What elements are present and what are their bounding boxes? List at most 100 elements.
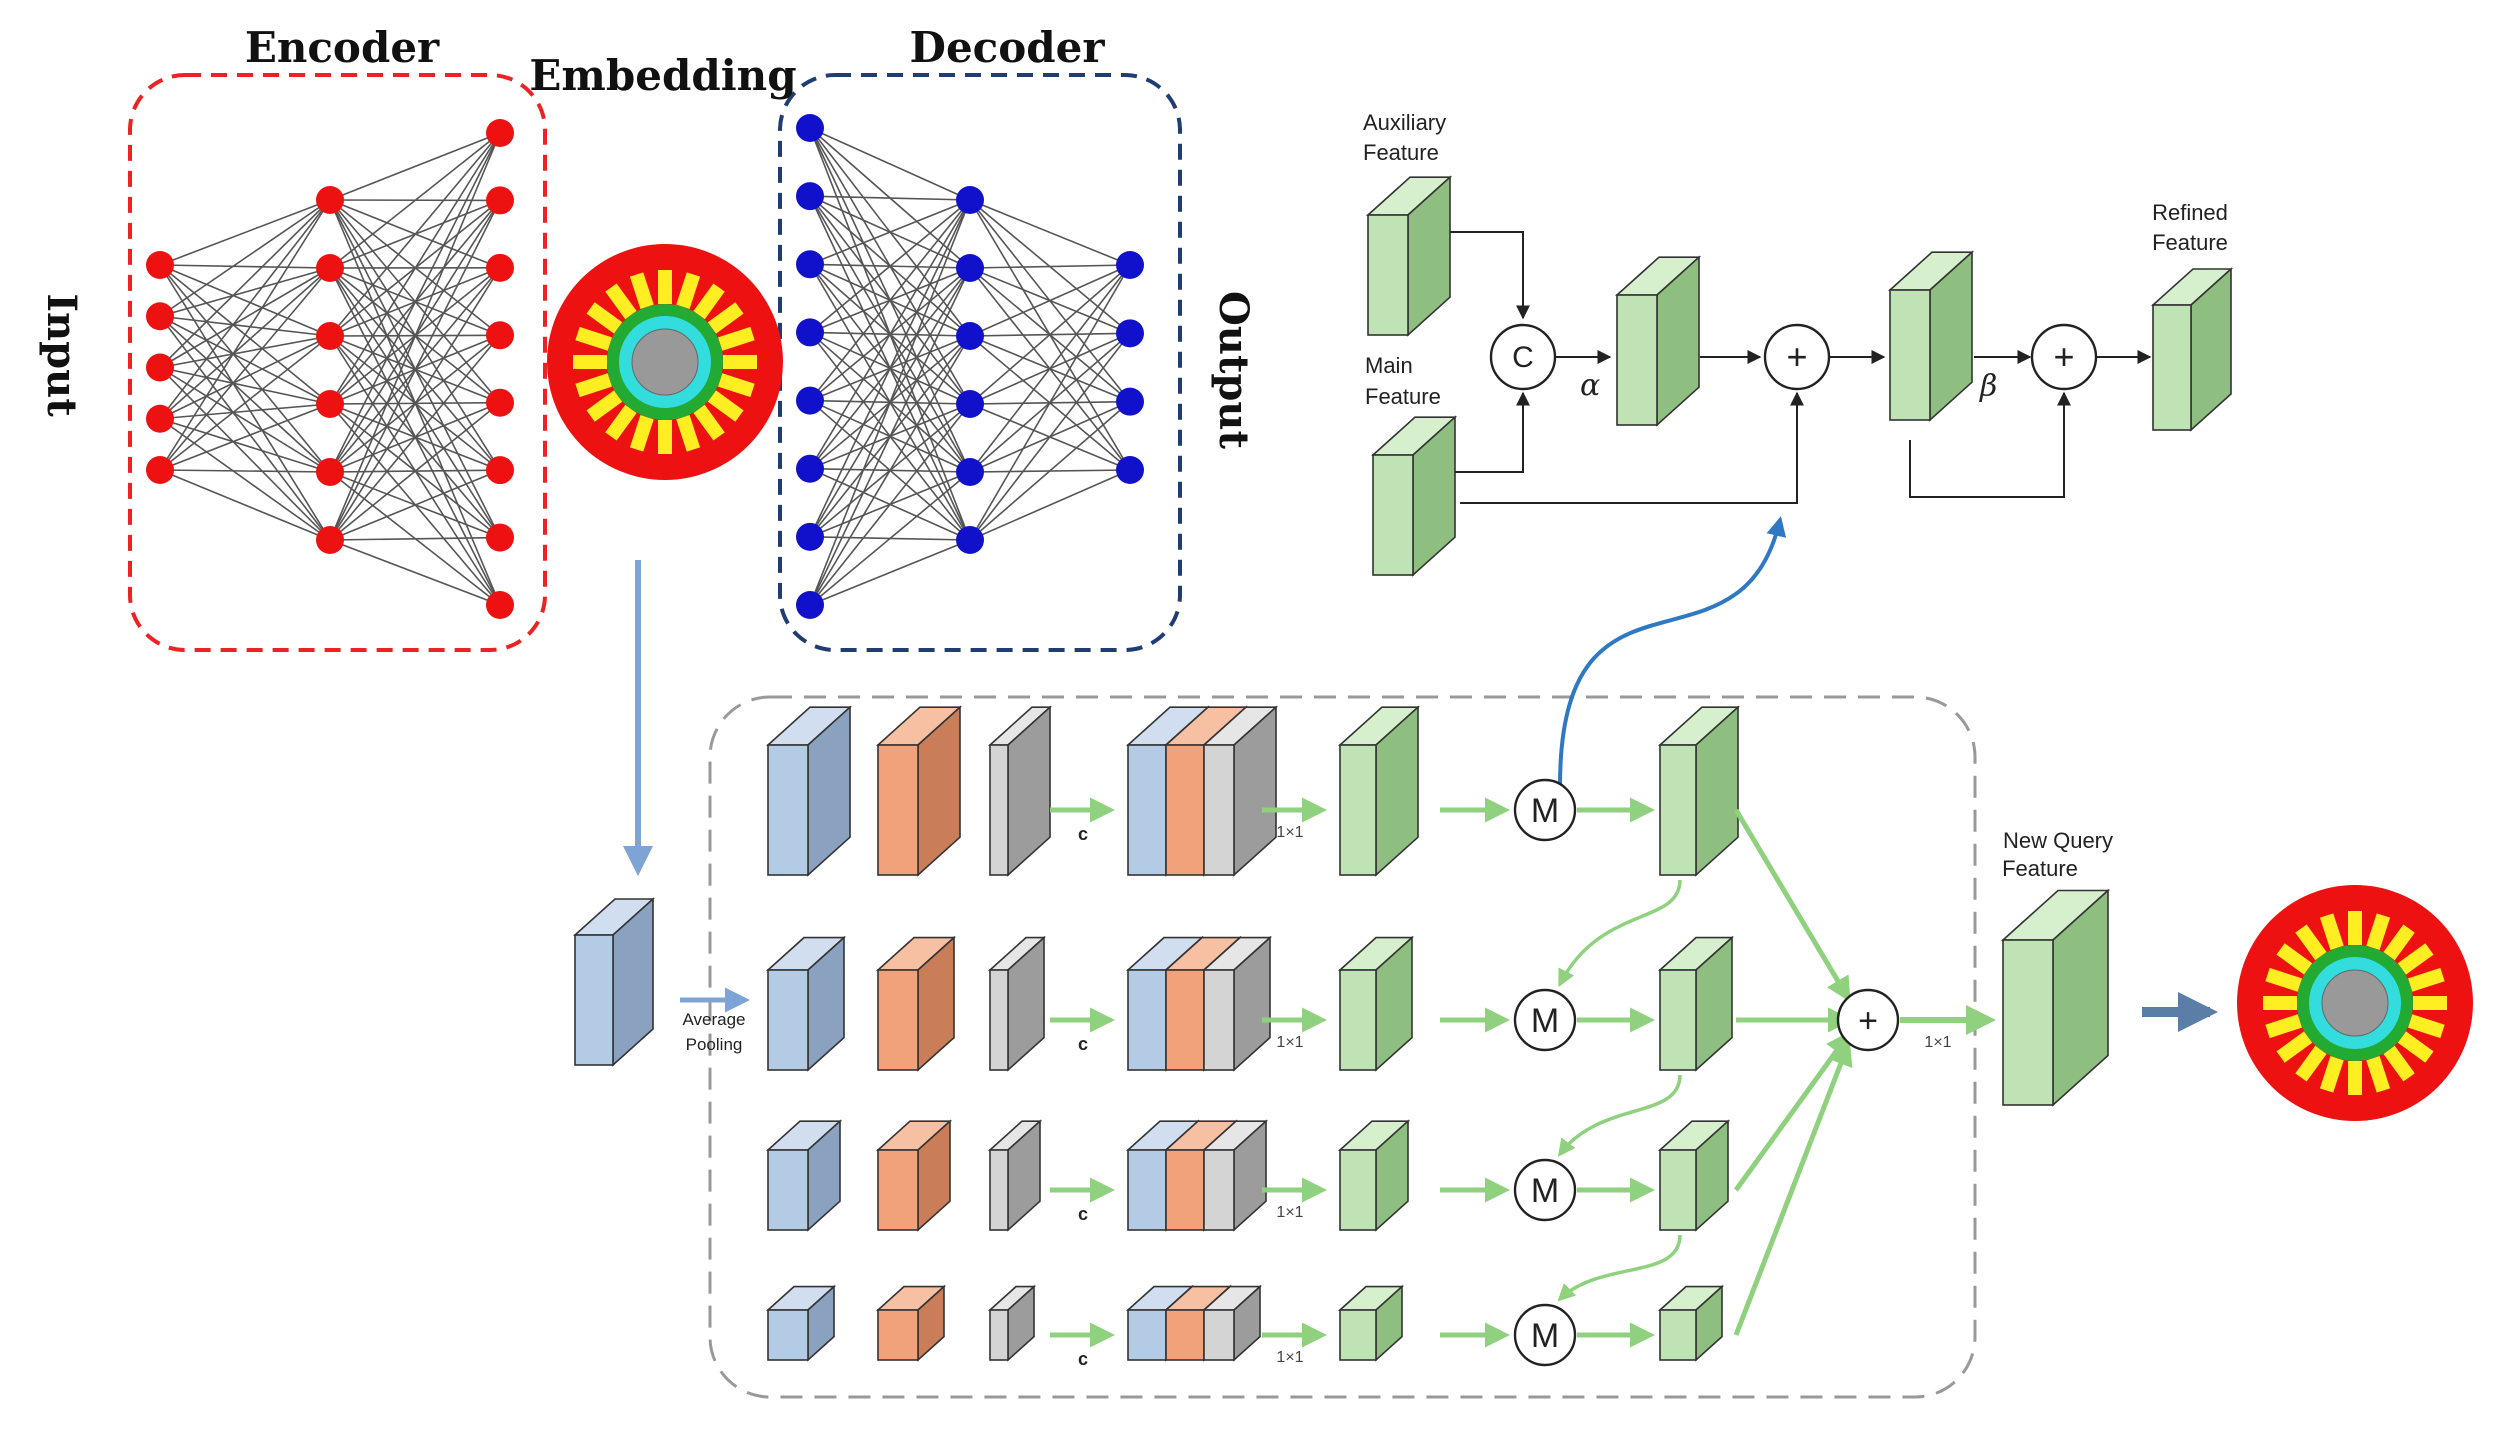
to-sum-arrow (1733, 1040, 1853, 1336)
orange-feature-block (875, 1119, 953, 1232)
network-edge (159, 264, 331, 269)
main-feature-block (1370, 415, 1458, 577)
main-feature-label-1: Main (1365, 353, 1413, 378)
network-edge (329, 132, 501, 473)
network-edge (969, 469, 1131, 541)
orange-feature-block (875, 705, 963, 877)
network-edge (969, 264, 1131, 541)
network-edge (159, 199, 331, 317)
beta-label: β (1979, 369, 1997, 404)
merge-symbol: M (1531, 1317, 1559, 1355)
network-edge (969, 264, 1131, 473)
network-node (486, 321, 514, 350)
to-sum-arrow (1733, 808, 1851, 1003)
conv-feature-block (1337, 1119, 1411, 1232)
main-to-concat-line (1455, 391, 1530, 473)
merged-feature-block (1657, 705, 1741, 877)
aux-to-concat-line (1450, 231, 1530, 320)
concat-label: c (1078, 824, 1088, 844)
network-edge (159, 267, 331, 369)
beta-skip-line (1909, 391, 2071, 498)
output-label: Output (1210, 291, 1257, 449)
network-edge (809, 471, 971, 606)
network-edge (159, 403, 331, 471)
conv-label: 1×1 (1276, 824, 1303, 841)
network-node (316, 322, 344, 350)
concat-label: c (1078, 1204, 1088, 1224)
network-node (486, 388, 514, 417)
blue-feature-block (765, 1119, 843, 1232)
encoder-title: Encoder (245, 23, 440, 72)
network-edge (809, 199, 971, 470)
concat-gray-block (1201, 1284, 1263, 1362)
network-edge (969, 264, 1131, 405)
network-edge (159, 335, 331, 420)
conv-label: 1×1 (1276, 1034, 1303, 1051)
beta-feature-block (1887, 250, 1975, 422)
blue-feature-block (765, 935, 847, 1072)
network-edge (159, 469, 331, 541)
network-node (796, 454, 824, 483)
new-query-label-2: Feature (2002, 856, 2078, 881)
network-edge (809, 195, 971, 201)
gray-feature-block (987, 1119, 1043, 1232)
network-edge (329, 132, 501, 541)
average-pooling-label-1: Average (682, 1010, 745, 1029)
network-node (1116, 387, 1144, 416)
network-edge (159, 417, 331, 473)
network-node (1116, 319, 1144, 348)
network-edge (329, 132, 501, 337)
new-query-label-1: New Query (2003, 828, 2113, 853)
conv-feature-block (1337, 935, 1415, 1072)
sum-symbol: + (1858, 1002, 1878, 1040)
cross-scale-arrow (1558, 879, 1682, 988)
average-pooling-label-2: Pooling (686, 1035, 743, 1054)
network-node (956, 390, 984, 418)
conv-feature-block (1337, 705, 1421, 877)
merge-node (1513, 778, 1577, 842)
network-node (486, 253, 514, 282)
main-feature-label-2: Feature (1365, 384, 1441, 409)
network-node (146, 302, 174, 331)
decoder-network (778, 73, 1182, 652)
network-edge (329, 132, 501, 405)
network-node (956, 458, 984, 486)
to-sum-arrow (1733, 1030, 1851, 1192)
merge-node (1513, 1158, 1577, 1222)
network-node (316, 458, 344, 486)
concat-gray-block (1201, 935, 1273, 1072)
network-edge (809, 199, 971, 266)
network-node (486, 523, 514, 552)
orange-feature-block (875, 1284, 947, 1362)
network-edge (809, 267, 971, 606)
network-edge (159, 315, 331, 405)
network-edge (159, 315, 331, 541)
network-edge (809, 199, 971, 606)
network-edge (969, 264, 1131, 269)
network-edge (809, 199, 971, 334)
auxiliary-feature-block (1365, 175, 1453, 337)
plus-symbol-1: + (1786, 336, 1807, 377)
concat-symbol: C (1512, 341, 1534, 374)
network-edge (329, 536, 501, 541)
network-edge (159, 264, 331, 337)
alpha-label: α (1580, 368, 1600, 403)
embedding-ring-icon (547, 244, 783, 480)
merged-feature-block (1657, 935, 1735, 1072)
network-edge (159, 199, 331, 266)
network-node (486, 119, 514, 147)
network-node (956, 322, 984, 350)
merged-feature-block (1657, 1119, 1731, 1232)
network-edge (809, 539, 971, 606)
output-ring-icon (2237, 885, 2473, 1121)
alpha-feature-block (1614, 255, 1702, 427)
pyramid-module-box (708, 695, 1977, 1399)
blue-feature-block (765, 1284, 837, 1362)
conv-feature-block (1337, 1284, 1405, 1362)
network-node (1116, 456, 1144, 484)
network-node (956, 186, 984, 214)
sum-node (1836, 988, 1900, 1052)
network-edge (159, 267, 331, 420)
